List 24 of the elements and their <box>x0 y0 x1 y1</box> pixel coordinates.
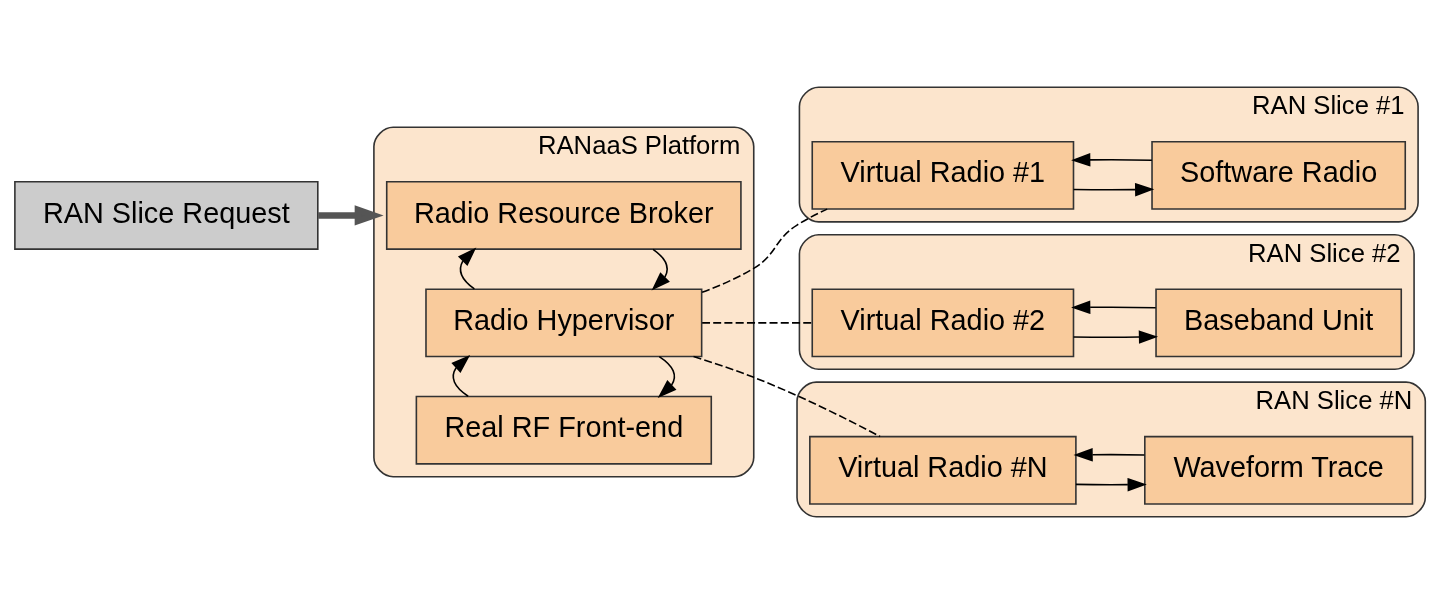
arrow <box>451 355 471 398</box>
node-box: Radio Resource Broker <box>385 181 742 250</box>
node-box: Virtual Radio #2 <box>811 288 1075 358</box>
connector <box>692 355 881 438</box>
node-box: Software Radio <box>1151 140 1407 210</box>
node-box: Waveform Trace <box>1144 435 1414 505</box>
node-box: Virtual Radio #N <box>809 435 1077 505</box>
node-box: RAN Slice Request <box>14 181 319 250</box>
arrow <box>457 247 477 290</box>
arrow <box>651 248 670 291</box>
arrow <box>1071 300 1157 315</box>
node-box: Virtual Radio #1 <box>811 140 1075 210</box>
node-box: Radio Hypervisor <box>425 288 703 358</box>
arrow <box>1073 448 1146 462</box>
arrow <box>1075 477 1147 492</box>
arrow <box>1072 330 1159 344</box>
connector <box>701 208 828 294</box>
connector <box>701 322 813 324</box>
arrow <box>657 355 677 398</box>
node-box: Baseband Unit <box>1155 288 1403 358</box>
arrow <box>1071 153 1153 167</box>
node-box: Real RF Front-end <box>415 395 713 465</box>
arrow <box>318 205 384 226</box>
arrow <box>1072 182 1155 197</box>
